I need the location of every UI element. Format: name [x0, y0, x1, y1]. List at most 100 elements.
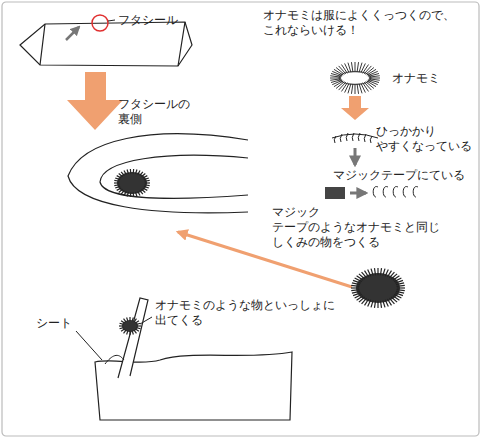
burr-spike: [130, 192, 132, 197]
burr-spike: [121, 190, 124, 194]
burr-spike: [129, 331, 130, 335]
burr-spike: [119, 325, 123, 326]
burr-spike: [141, 174, 145, 177]
burr-spike: [143, 188, 147, 190]
grey-arrow: [354, 148, 357, 165]
leader-line: [76, 331, 102, 360]
burr-spike: [397, 287, 405, 288]
burr-spike: [132, 317, 133, 321]
burr-spike: [352, 291, 360, 293]
burr-spike: [377, 301, 378, 308]
burr-spike: [114, 184, 119, 186]
velcro-patch: [325, 187, 345, 199]
step-label: マジック テープのようなオナモミと同じ しくみの物をつくる: [272, 205, 446, 250]
burr-spike: [351, 289, 359, 291]
burr-spike: [136, 321, 139, 323]
burr-spike: [114, 180, 119, 182]
burr-spike: [369, 76, 380, 77]
burr-spike: [383, 300, 385, 307]
burr-spike: [129, 317, 130, 321]
burr-spike: [145, 180, 150, 182]
step-label: フタシールの 裏側: [118, 97, 202, 127]
burr-spike: [397, 289, 405, 291]
burr-spike: [345, 83, 350, 93]
burr-spike: [138, 191, 140, 195]
burr-spike: [141, 189, 145, 192]
burr-spike: [117, 188, 121, 190]
burr-spike: [145, 184, 150, 186]
burr-body: [356, 273, 400, 303]
burr-spike: [385, 300, 388, 307]
burr-spike: [331, 80, 342, 83]
burr-spike: [140, 190, 143, 194]
burr-spike: [359, 83, 362, 93]
small-down-arrow: [341, 96, 369, 120]
part-label: オナモミのような物といっしょに 出てくる: [155, 298, 347, 328]
burr-spike: [396, 291, 404, 293]
velcro-hooks: [373, 187, 418, 197]
hook: [373, 187, 378, 197]
grey-arrow: [350, 192, 366, 195]
part-label: フタシール: [118, 13, 178, 28]
part-label: オナモミ: [392, 71, 440, 86]
peel-arrow: [66, 27, 79, 40]
step-label: ひっかかり やすくなっている: [376, 124, 478, 154]
burr-spike: [352, 283, 360, 285]
burr-spike: [355, 62, 356, 73]
burr-spike: [357, 62, 359, 72]
burr-spike: [135, 192, 136, 196]
burr-spike: [136, 329, 139, 331]
burr-spike: [341, 65, 347, 74]
burr-spike: [357, 83, 359, 93]
burr-spike: [369, 78, 380, 79]
burr-spike: [397, 285, 405, 287]
step-label: マジックテープにている: [333, 168, 477, 183]
burr-spike: [121, 329, 124, 331]
burr-spike: [371, 269, 373, 276]
burr-spike: [124, 330, 126, 333]
burr-spike: [144, 186, 149, 188]
burr-spike: [120, 328, 124, 329]
burr-body: [117, 172, 147, 194]
burr-spike: [119, 174, 123, 177]
burr-spike: [115, 186, 120, 188]
burr-spike: [137, 325, 141, 326]
leader-line: [108, 20, 115, 21]
sheet-fold: [105, 355, 124, 364]
seal-circle: [92, 15, 108, 31]
burr-spike: [120, 323, 124, 324]
hook: [393, 187, 398, 197]
burr-spike: [377, 268, 378, 275]
burr-spike: [124, 170, 126, 174]
burr-spike: [361, 63, 366, 73]
burr-spike: [351, 62, 353, 72]
burr-spike: [363, 83, 369, 92]
burr-spike: [348, 63, 351, 73]
burr-spike: [127, 317, 128, 321]
burr-spike: [351, 287, 359, 288]
burr-spike: [380, 301, 381, 308]
pull-tab: [118, 298, 148, 378]
burr-spike: [127, 192, 128, 196]
burr-spike: [144, 178, 149, 180]
burr-spike: [368, 270, 371, 277]
hooks-lashes: [332, 133, 378, 143]
burr-body: [122, 320, 138, 332]
burr-spike: [121, 172, 124, 176]
burr-spike: [121, 321, 124, 323]
burr-outline: [330, 62, 380, 94]
part-label: シート: [36, 316, 72, 331]
burr-spike: [136, 323, 140, 324]
burr-spike: [396, 283, 404, 285]
burr-spike: [351, 285, 359, 287]
burr-spike: [145, 182, 150, 183]
burr-spike: [124, 319, 126, 322]
burr-spike: [117, 176, 121, 178]
burr-spike: [383, 269, 385, 276]
note-text: オナモミは服によくくっつくので、 これならいける！: [263, 8, 467, 38]
burr-spike: [133, 192, 135, 197]
burr-spike: [134, 319, 136, 322]
burr-spike: [119, 189, 123, 192]
burr-spike: [127, 170, 128, 174]
